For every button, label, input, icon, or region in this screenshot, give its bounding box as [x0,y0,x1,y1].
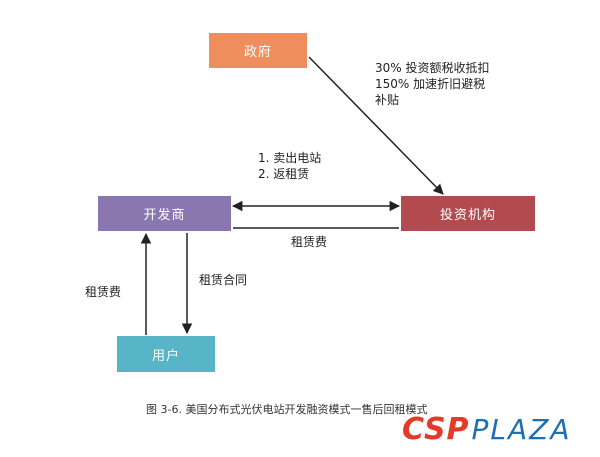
edge-label-rent-user: 租赁费 [85,285,122,299]
brand-logo-part2: PLAZA [471,413,572,446]
node-investor: 投资机构 [401,196,535,231]
sale-line-1: 1. 卖出电站 [258,151,322,165]
brand-logo-part1: CSP [402,412,470,447]
edge-label-rent-investor: 租赁费 [291,235,328,249]
subsidy-line-1: 30% 投资额税收抵扣 [375,61,490,75]
sale-line-2: 2. 返租赁 [258,167,310,181]
brand-logo: CSP PLAZA [402,412,572,447]
edge-label-sale-leaseback: 1. 卖出电站 2. 返租赁 [258,150,321,182]
edge-label-lease-contract: 租赁合同 [199,273,248,287]
arrow-gov-to-investor [308,56,444,195]
figure-caption: 图 3-6. 美国分布式光伏电站开发融资模式一售后回租模式 [146,403,428,416]
subsidy-line-3: 补贴 [375,93,400,107]
subsidy-line-2: 150% 加速折旧避税 [375,77,486,91]
edge-label-subsidy: 30% 投资额税收抵扣 150% 加速折旧避税 补贴 [375,60,490,108]
node-government: 政府 [209,33,307,68]
node-developer: 开发商 [98,196,231,231]
node-user: 用户 [117,336,215,372]
